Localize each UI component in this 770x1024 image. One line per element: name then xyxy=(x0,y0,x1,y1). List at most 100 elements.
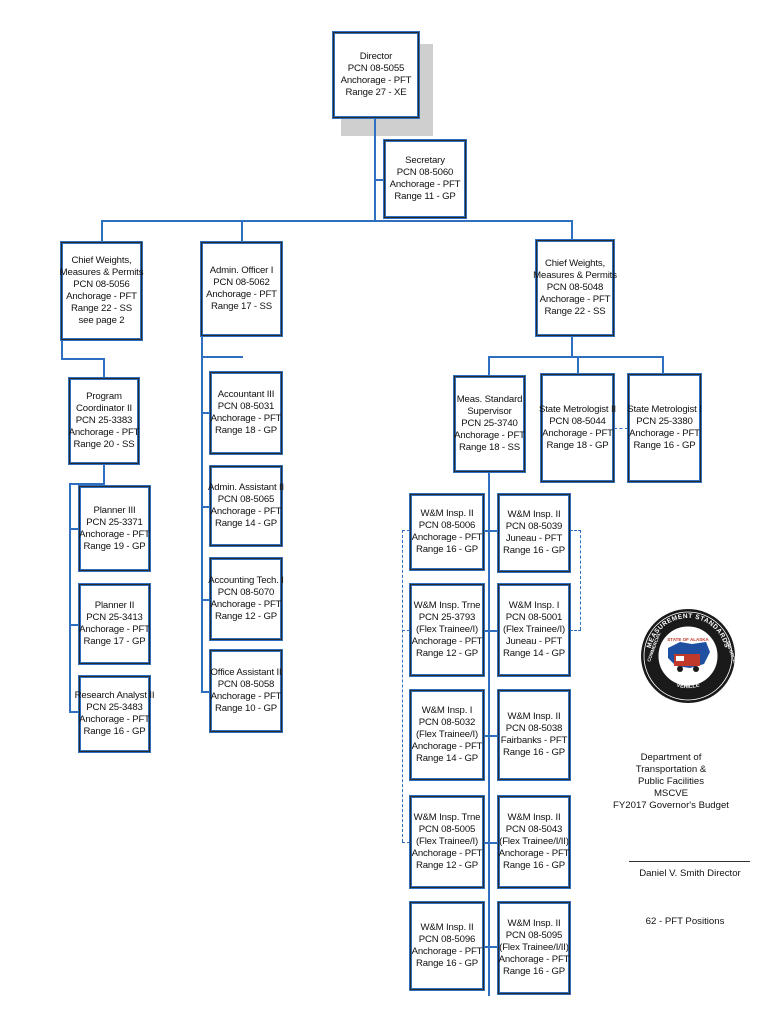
node-line: PCN 08-5065 xyxy=(217,494,275,505)
connector-accountant xyxy=(201,412,210,414)
node-line: PCN 08-5043 xyxy=(505,824,563,835)
node-line: W&M Insp. I xyxy=(421,705,473,716)
connector-chief-right-down xyxy=(571,336,573,358)
node-line: Juneau - PFT xyxy=(505,636,563,647)
node-line: Juneau - PFT xyxy=(505,533,563,544)
node-line: see page 2 xyxy=(78,315,125,326)
node-line: PCN 08-5095 xyxy=(505,930,563,941)
node-line: Secretary xyxy=(405,155,445,166)
node-line: Range 20 - SS xyxy=(73,439,135,450)
node-line: Range 17 - SS xyxy=(211,301,272,312)
node-line: Office Assistant II xyxy=(210,667,282,678)
node-line: (Flex Trainee/I) xyxy=(415,624,479,635)
dashed-link-left-mid xyxy=(402,630,410,631)
node-line: PCN 25-3793 xyxy=(418,612,476,623)
node-line: Range 18 - GP xyxy=(214,425,278,436)
connector-wm-a2 xyxy=(484,630,498,632)
node-line: W&M Insp. II xyxy=(420,922,474,933)
director-signature: Daniel V. Smith Director xyxy=(639,868,741,879)
dashed-link-right-bottom xyxy=(570,630,581,631)
connector-wm-a3 xyxy=(484,735,498,737)
node-line: Anchorage - PFT xyxy=(389,179,461,190)
node-line: Accountant III xyxy=(217,389,275,400)
node-line: Anchorage - PFT xyxy=(498,954,570,965)
node-line: Anchorage - PFT xyxy=(79,528,150,540)
node-line: PCN 25-3380 xyxy=(636,416,693,427)
node-line: W&M Insp. II xyxy=(420,508,474,519)
node-line: Anchorage - PFT xyxy=(542,428,613,439)
node-line: Anchorage - PFT xyxy=(210,413,282,424)
node-line: Admin. Assistant II xyxy=(207,482,285,493)
node-line: PCN 08-5055 xyxy=(347,63,405,74)
node-line: PCN 08-5006 xyxy=(418,520,476,531)
node-line: Range 12 - GP xyxy=(415,860,479,871)
node-line: PCN 08-5001 xyxy=(505,612,563,623)
node-line: W&M Insp. II xyxy=(507,509,561,520)
node-line: Anchorage - PFT xyxy=(454,430,525,441)
connector-metrologist-ii xyxy=(577,356,579,374)
connector-level2-bar xyxy=(101,220,573,222)
node-line: Accounting Tech. I xyxy=(208,575,284,586)
connector-admin-down xyxy=(201,336,203,358)
node-line: (Flex Trainee/I) xyxy=(415,729,479,740)
node-line: Range 16 - GP xyxy=(415,958,479,969)
node-line: Anchorage - PFT xyxy=(79,624,150,635)
node-line: State Metrologist I xyxy=(627,404,702,415)
mscve-seal-logo: MEASUREMENT STANDARDS VEHICLE COMMERCIAL… xyxy=(641,609,736,703)
node-line: Range 27 - XE xyxy=(345,87,407,98)
connector-accounting-tech xyxy=(201,599,210,601)
node-line: Anchorage - PFT xyxy=(210,599,282,610)
node-line: Range 17 - GP xyxy=(83,636,146,647)
positions-count: 62 - PFT Positions xyxy=(645,916,725,927)
connector-office-assistant xyxy=(201,691,210,693)
node-line: W&M Insp. Trne xyxy=(413,600,481,611)
node-line: PCN 08-5005 xyxy=(418,824,476,835)
connector-admin-assistant xyxy=(201,506,210,508)
node-line: Range 22 - SS xyxy=(544,306,606,317)
connector-supervisor-down xyxy=(488,472,490,996)
node-line: PCN 08-5031 xyxy=(217,401,275,412)
node-line: PCN 08-5096 xyxy=(418,934,476,945)
node-line: PCN 25-3413 xyxy=(86,612,143,623)
node-line: Anchorage - PFT xyxy=(210,691,282,702)
connector-research xyxy=(69,711,79,713)
node-line: Range 16 - GP xyxy=(502,747,566,758)
node-line: Range 14 - GP xyxy=(214,518,278,529)
connector-chief-left xyxy=(101,220,103,242)
node-line: Chief Weights, xyxy=(544,258,606,269)
department-line: MSCVE xyxy=(653,788,689,799)
node-line: Director xyxy=(359,51,393,62)
node-line: (Flex Trainee/I) xyxy=(502,624,566,635)
node-line: Range 16 - GP xyxy=(83,726,146,737)
node-line: Supervisor xyxy=(467,406,512,417)
node-line: (Flex Trainee/I) xyxy=(415,836,479,847)
connector-metrologist-i xyxy=(662,356,664,374)
node-line: State Metrologist II xyxy=(539,404,616,415)
node-line: Range 18 - SS xyxy=(459,442,520,453)
department-line: Transportation & xyxy=(635,764,707,775)
node-line: Range 16 - GP xyxy=(502,860,566,871)
node-line: (Flex Trainee/I/II) xyxy=(499,942,569,953)
node-line: Anchorage - PFT xyxy=(411,636,483,647)
node-line: PCN 08-5048 xyxy=(546,282,604,293)
node-line: Range 12 - GP xyxy=(415,648,479,659)
connector-admin-officer xyxy=(241,220,243,242)
node-line: Anchorage - PFT xyxy=(411,741,483,752)
connector-secretary xyxy=(374,179,384,181)
node-line: Range 19 - GP xyxy=(83,540,146,552)
node-line: Research Analyst II xyxy=(74,690,155,701)
node-line: Range 16 - GP xyxy=(502,545,566,556)
node-line: PCN 25-3371 xyxy=(86,516,143,528)
